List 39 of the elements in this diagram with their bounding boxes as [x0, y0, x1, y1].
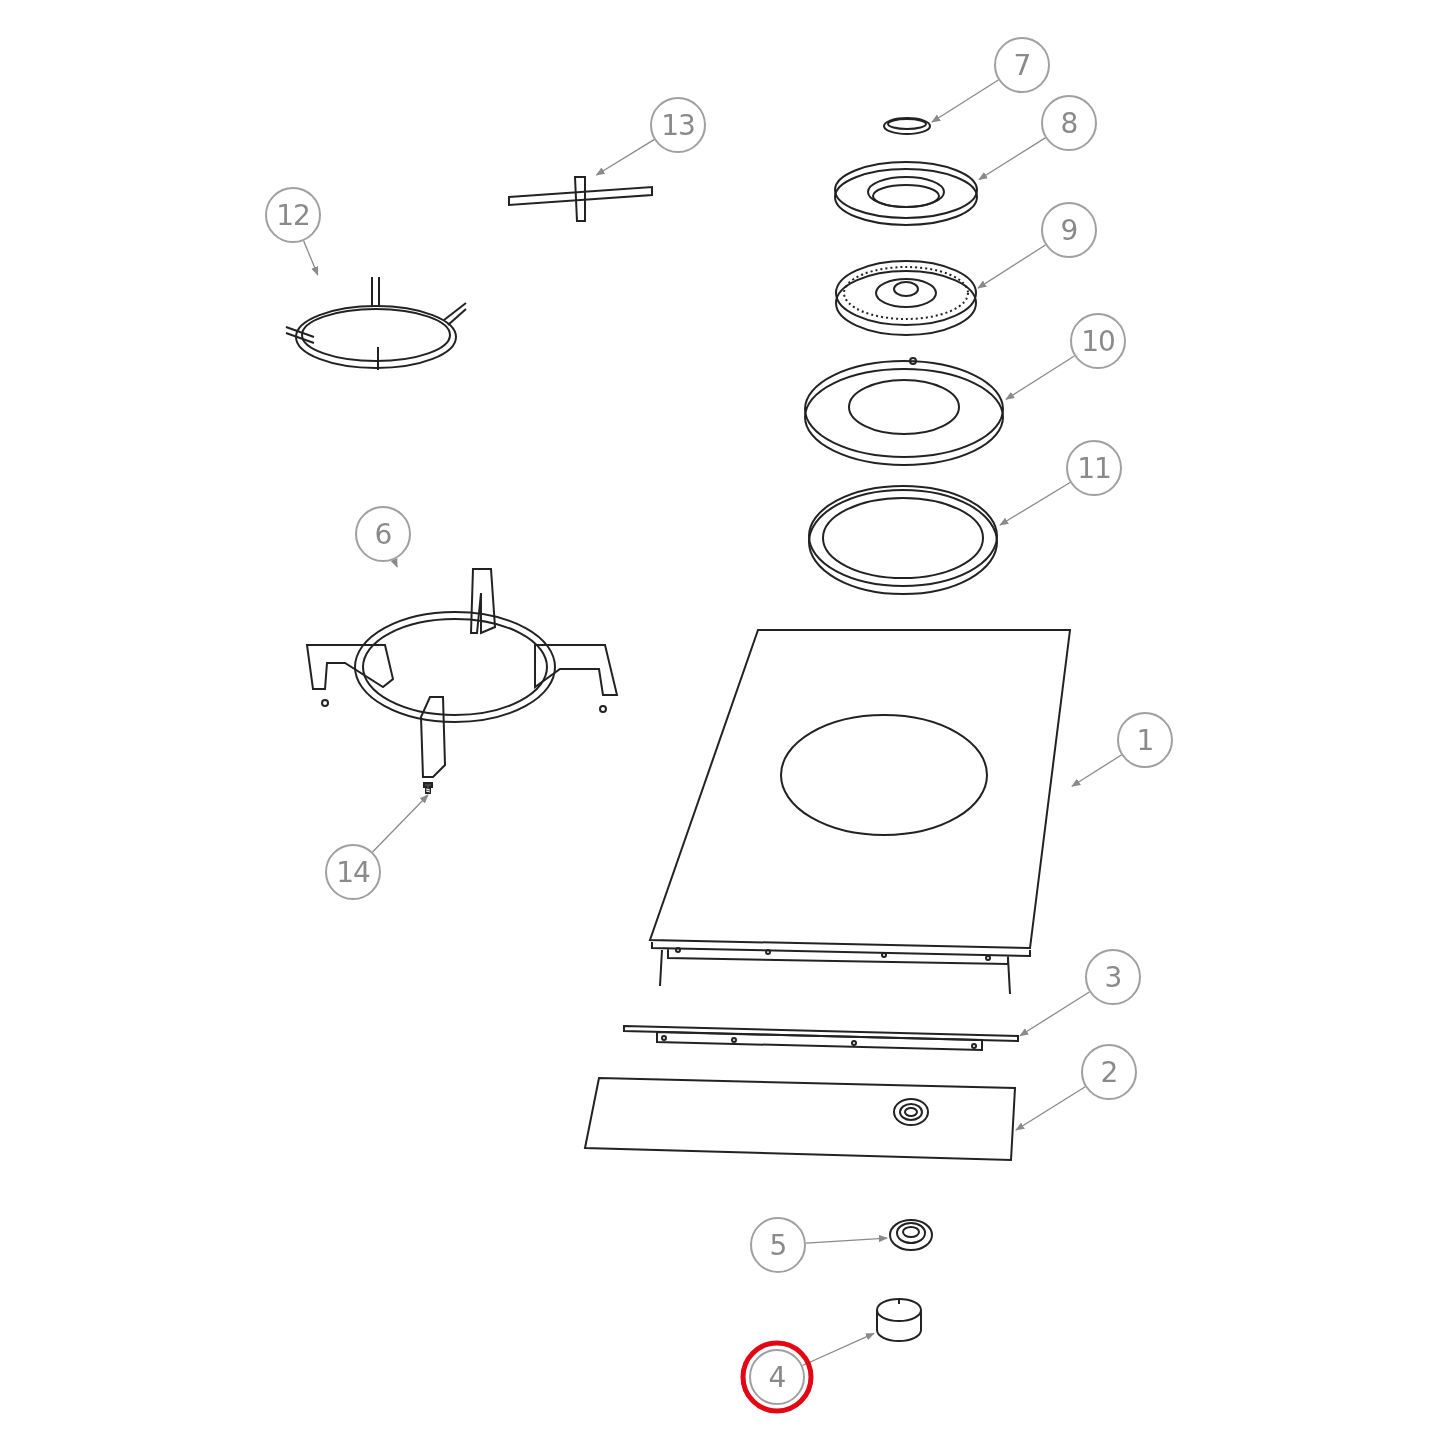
leader-line	[390, 558, 398, 568]
leader-line	[977, 244, 1047, 289]
callout-number: 10	[1070, 313, 1126, 369]
knob-seal-drawing	[887, 1217, 935, 1253]
callout-number: 13	[650, 97, 706, 153]
callout-number: 8	[1041, 95, 1097, 151]
leader-line	[371, 794, 429, 853]
trim-ring-drawing	[807, 484, 999, 596]
trim-strip-drawing	[622, 1024, 1020, 1054]
knob-drawing	[874, 1296, 924, 1344]
callout-number: 14	[325, 844, 381, 900]
callout-number: 9	[1041, 202, 1097, 258]
screw-drawing	[421, 781, 435, 795]
control-panel-drawing	[583, 1076, 1016, 1162]
burner-cap-drawing	[882, 115, 932, 137]
leader-line	[1015, 1086, 1086, 1131]
leader-line	[978, 137, 1046, 181]
callout-number: 1	[1117, 712, 1173, 768]
callout-number: 4	[749, 1349, 805, 1405]
leader-line	[999, 481, 1071, 526]
callout-number: 12	[265, 187, 321, 243]
leader-line	[1071, 754, 1122, 787]
leader-line	[801, 1332, 875, 1367]
leader-line	[931, 79, 999, 123]
callout-number: 11	[1066, 440, 1122, 496]
leader-line	[595, 139, 655, 176]
cross-bar-drawing	[507, 175, 654, 223]
leader-line	[1019, 991, 1090, 1037]
leader-line	[805, 1234, 888, 1244]
callout-number: 6	[355, 506, 411, 562]
callout-number: 3	[1085, 949, 1141, 1005]
callout-number: 7	[994, 37, 1050, 93]
burner-base-drawing	[803, 355, 1006, 467]
wok-ring-drawing	[284, 275, 469, 373]
callout-number: 5	[750, 1217, 806, 1273]
leader-line	[1005, 355, 1075, 400]
leader-line	[303, 240, 319, 276]
callout-number: 2	[1081, 1044, 1137, 1100]
pan-support-drawing	[305, 567, 618, 780]
